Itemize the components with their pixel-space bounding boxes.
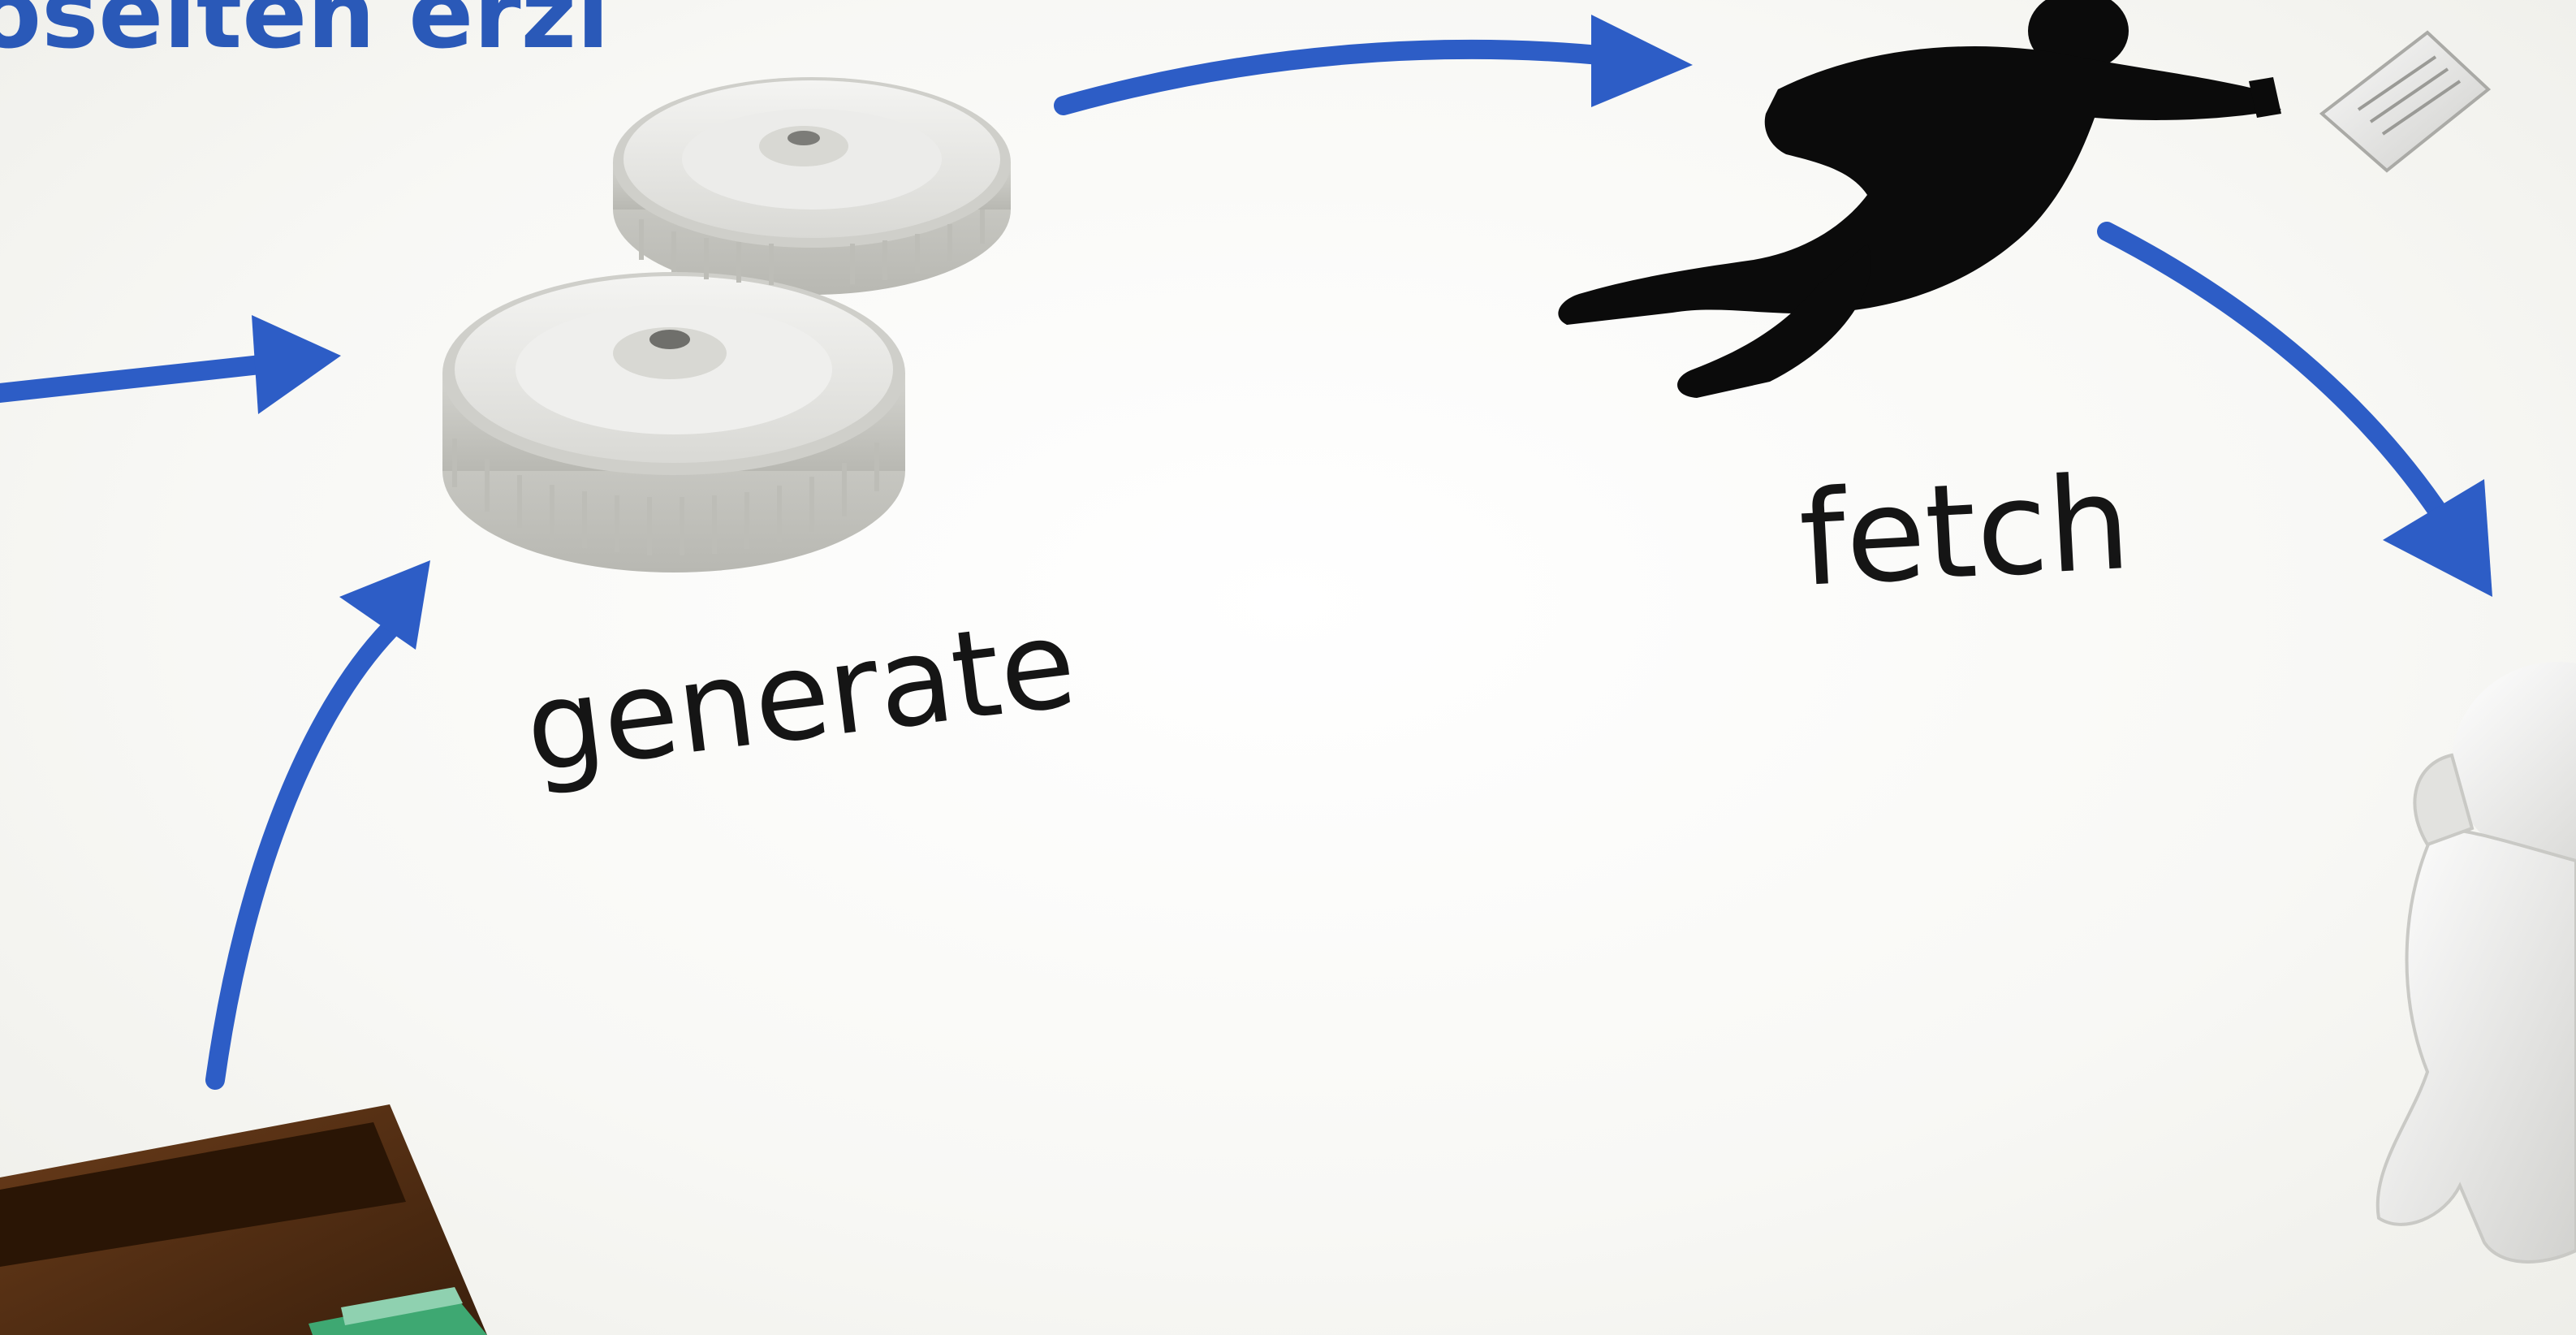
generate-label: generate (518, 593, 1083, 801)
document-icon (2322, 32, 2488, 171)
gear-icon (442, 272, 905, 572)
thinking-figure-icon (2378, 662, 2576, 1262)
slide-title: oseiten erzi (0, 0, 610, 70)
arrow-generate-to-fetch (1064, 15, 1693, 107)
arrow-into-generate (0, 315, 341, 414)
arrow-drawer-to-generate (215, 560, 430, 1080)
arrow-fetch-to-user (2107, 231, 2492, 597)
drawer-icon (0, 1104, 487, 1335)
fetch-label: fetch (1796, 447, 2134, 616)
